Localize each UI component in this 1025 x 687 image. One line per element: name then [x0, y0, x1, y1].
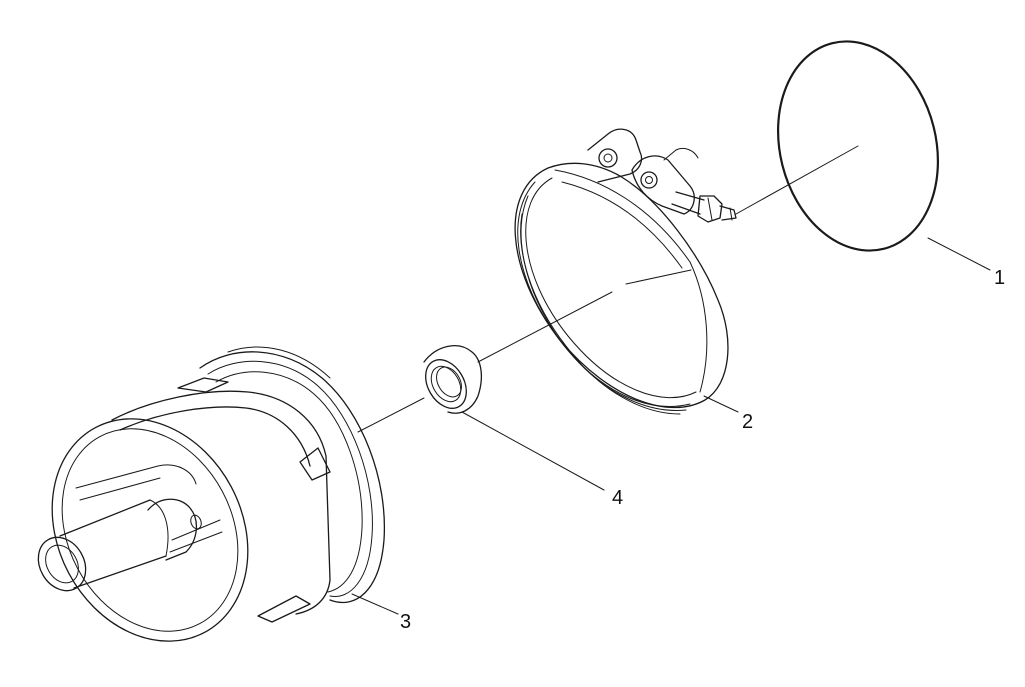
callout-2: 2	[742, 411, 753, 433]
callout-1: 1	[994, 267, 1005, 289]
leader-line-1	[927, 237, 991, 271]
callout-4: 4	[612, 487, 623, 509]
leader-line-3	[351, 593, 399, 615]
part-3-housing	[37, 346, 386, 642]
callout-labels: 1 2 3 4	[400, 267, 1005, 633]
part-4-bushing	[423, 345, 483, 414]
part-2-v-band-clamp	[514, 128, 737, 415]
callout-3: 3	[400, 611, 411, 633]
leader-line-2	[703, 395, 739, 413]
assembly-axis	[357, 145, 859, 433]
part-1-oring	[776, 40, 940, 252]
leader-lines	[351, 237, 991, 615]
leader-line-4	[461, 411, 605, 491]
